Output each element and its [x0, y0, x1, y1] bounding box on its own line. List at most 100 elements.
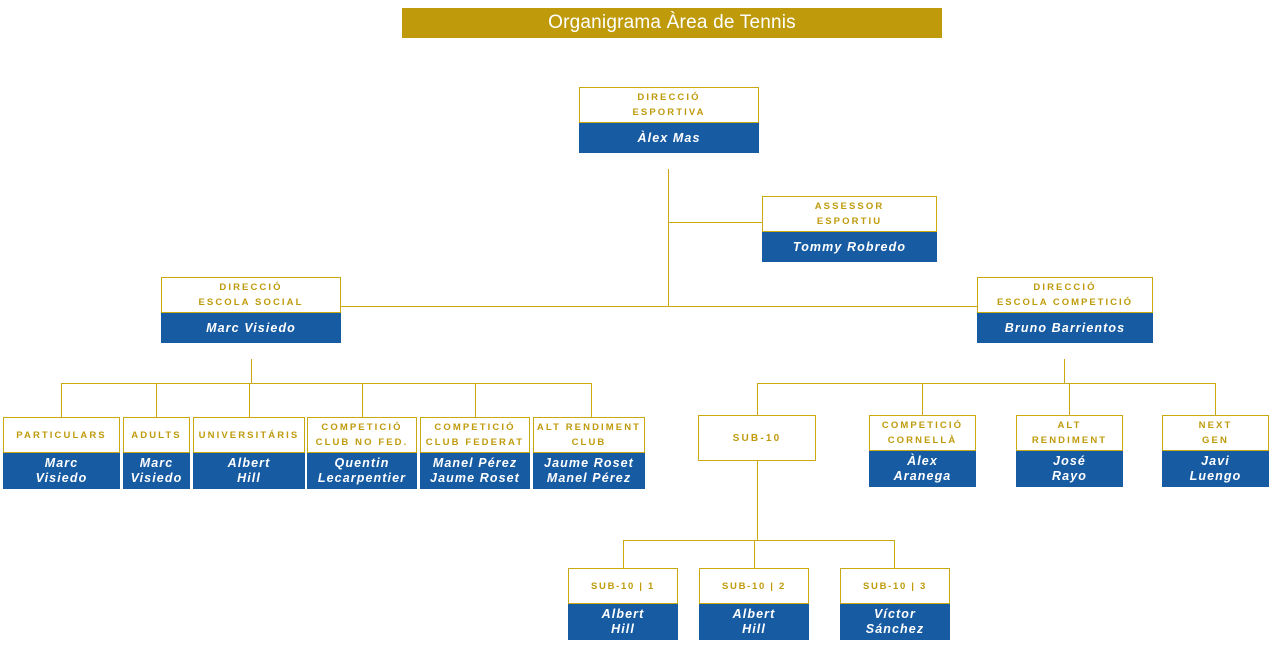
node-role-adults: ADULTS [123, 417, 190, 453]
node-role-sub10-2: SUB-10 | 2 [699, 568, 809, 604]
person-line-2: Luengo [1189, 469, 1242, 483]
person-line-2: Manel Pérez [546, 471, 632, 485]
node-person-next-gen: Javi Luengo [1162, 451, 1269, 487]
role-line-2: CLUB FEDERAT [425, 437, 525, 448]
connector-main-spine [341, 306, 979, 307]
node-direccio-esportiva[interactable]: DIRECCIÓ ESPORTIVA Àlex Mas [579, 87, 759, 153]
node-competicio-cornella[interactable]: COMPETICIÓ CORNELLÀ Àlex Aranega [869, 415, 976, 487]
connector-social-drop-adults [156, 383, 157, 417]
node-universitaris[interactable]: UNIVERSITÁRIS Albert Hill [193, 417, 305, 489]
role-line-2: RENDIMENT [1031, 435, 1108, 446]
person-line-1: Marc Visiedo [206, 320, 296, 335]
person-line-1: Àlex [907, 454, 938, 468]
role-line-1: COMPETICIÓ [434, 422, 516, 433]
role-line-1: NEXT [1198, 420, 1233, 431]
node-next-gen[interactable]: NEXT GEN Javi Luengo [1162, 415, 1269, 487]
role-line-1: COMPETICIÓ [321, 422, 403, 433]
node-sub10-2[interactable]: SUB-10 | 2 Albert Hill [699, 568, 809, 640]
connector-sub10-drop-2 [754, 540, 755, 568]
role-line-2: GEN [1202, 435, 1229, 446]
person-line-2: Lecarpentier [317, 471, 407, 485]
connector-social-drop-alt-rendiment-club [591, 383, 592, 417]
person-line-2: Jaume Roset [430, 471, 520, 485]
node-person-alt-rendiment: José Rayo [1016, 451, 1123, 487]
connector-social-drop-club-federat [475, 383, 476, 417]
node-role-universitaris: UNIVERSITÁRIS [193, 417, 305, 453]
node-sub10[interactable]: SUB-10 [698, 415, 816, 461]
person-line-2: Rayo [1052, 469, 1087, 483]
node-role-escola-competicio: DIRECCIÓ ESCOLA COMPETICIÓ [977, 277, 1153, 313]
connector-sub10-distributor [623, 540, 895, 541]
person-line-2: Hill [742, 622, 766, 636]
connector-competicio-distributor [757, 383, 1216, 384]
node-alt-rendiment-club[interactable]: ALT RENDIMENT CLUB Jaume Roset Manel Pér… [533, 417, 645, 489]
node-direccio-escola-social[interactable]: DIRECCIÓ ESCOLA SOCIAL Marc Visiedo [161, 277, 341, 343]
connector-social-drop-club-no-fed [362, 383, 363, 417]
node-role-assessor-esportiu: ASSESSOR ESPORTIU [762, 196, 937, 232]
role-line-1: UNIVERSITÁRIS [198, 429, 300, 441]
node-person-competicio-club-no-fed: Quentin Lecarpentier [307, 453, 417, 489]
node-person-sub10-2: Albert Hill [699, 604, 809, 640]
person-line-1: Àlex Mas [637, 130, 701, 145]
role-line-1: SUB-10 | 1 [590, 580, 655, 592]
node-competicio-club-no-fed[interactable]: COMPETICIÓ CLUB NO FED. Quentin Lecarpen… [307, 417, 417, 489]
role-line-1: ASSESSOR [814, 201, 885, 212]
node-adults[interactable]: ADULTS Marc Visiedo [123, 417, 190, 489]
connector-direccio-trunk [668, 169, 669, 306]
role-line-2: ESCOLA SOCIAL [198, 297, 304, 308]
connector-competicio-trunk [1064, 359, 1065, 383]
role-line-2: ESPORTIVA [632, 107, 706, 118]
node-direccio-escola-competicio[interactable]: DIRECCIÓ ESCOLA COMPETICIÓ Bruno Barrien… [977, 277, 1153, 343]
node-competicio-club-federat[interactable]: COMPETICIÓ CLUB FEDERAT Manel Pérez Jaum… [420, 417, 530, 489]
role-line-1: ALT RENDIMENT [536, 422, 642, 433]
node-role-particulars: PARTICULARS [3, 417, 120, 453]
person-line-2: Hill [611, 622, 635, 636]
node-person-particulars: Marc Visiedo [3, 453, 120, 489]
connector-to-assessor [668, 222, 763, 223]
node-role-sub10-1: SUB-10 | 1 [568, 568, 678, 604]
node-particulars[interactable]: PARTICULARS Marc Visiedo [3, 417, 120, 489]
person-line-1: Albert [227, 456, 271, 470]
person-line-1: Javi [1201, 454, 1230, 468]
node-role-alt-rendiment: ALT RENDIMENT [1016, 415, 1123, 451]
node-person-alt-rendiment-club: Jaume Roset Manel Pérez [533, 453, 645, 489]
person-line-1: Albert [732, 607, 776, 621]
node-person-sub10-3: Víctor Sánchez [840, 604, 950, 640]
node-sub10-3[interactable]: SUB-10 | 3 Víctor Sánchez [840, 568, 950, 640]
person-line-1: Albert [601, 607, 645, 621]
node-role-alt-rendiment-club: ALT RENDIMENT CLUB [533, 417, 645, 453]
connector-competicio-drop-alt-rendiment [1069, 383, 1070, 415]
person-line-2: Hill [237, 471, 261, 485]
role-line-1: SUB-10 [732, 432, 782, 444]
role-line-1: COMPETICIÓ [881, 420, 964, 431]
role-line-2: ESPORTIU [816, 216, 883, 227]
node-person-assessor-esportiu: Tommy Robredo [762, 232, 937, 262]
role-line-1: ALT [1057, 420, 1082, 431]
connector-competicio-drop-sub10 [757, 383, 758, 415]
node-alt-rendiment[interactable]: ALT RENDIMENT José Rayo [1016, 415, 1123, 487]
node-sub10-1[interactable]: SUB-10 | 1 Albert Hill [568, 568, 678, 640]
role-line-2: CLUB NO FED. [315, 437, 409, 448]
connector-social-drop-particulars [61, 383, 62, 417]
person-line-1: Tommy Robredo [792, 239, 907, 254]
connector-social-trunk [251, 359, 252, 383]
person-line-1: José [1053, 454, 1086, 468]
person-line-1: Bruno Barrientos [1004, 320, 1126, 335]
chart-title-banner: Organigrama Àrea de Tennis [402, 8, 942, 38]
role-line-1: ADULTS [131, 429, 182, 441]
connector-social-distributor [61, 383, 592, 384]
node-person-competicio-club-federat: Manel Pérez Jaume Roset [420, 453, 530, 489]
node-role-escola-social: DIRECCIÓ ESCOLA SOCIAL [161, 277, 341, 313]
node-role-competicio-cornella: COMPETICIÓ CORNELLÀ [869, 415, 976, 451]
person-line-2: Visiedo [130, 471, 183, 485]
role-line-2: ESCOLA COMPETICIÓ [996, 297, 1134, 308]
role-line-1: DIRECCIÓ [219, 282, 283, 293]
node-role-next-gen: NEXT GEN [1162, 415, 1269, 451]
node-person-escola-social: Marc Visiedo [161, 313, 341, 343]
node-role-competicio-club-federat: COMPETICIÓ CLUB FEDERAT [420, 417, 530, 453]
node-role-direccio-esportiva: DIRECCIÓ ESPORTIVA [579, 87, 759, 123]
node-role-sub10-3: SUB-10 | 3 [840, 568, 950, 604]
role-line-2: CORNELLÀ [887, 435, 958, 446]
node-assessor-esportiu[interactable]: ASSESSOR ESPORTIU Tommy Robredo [762, 196, 937, 262]
node-person-universitaris: Albert Hill [193, 453, 305, 489]
